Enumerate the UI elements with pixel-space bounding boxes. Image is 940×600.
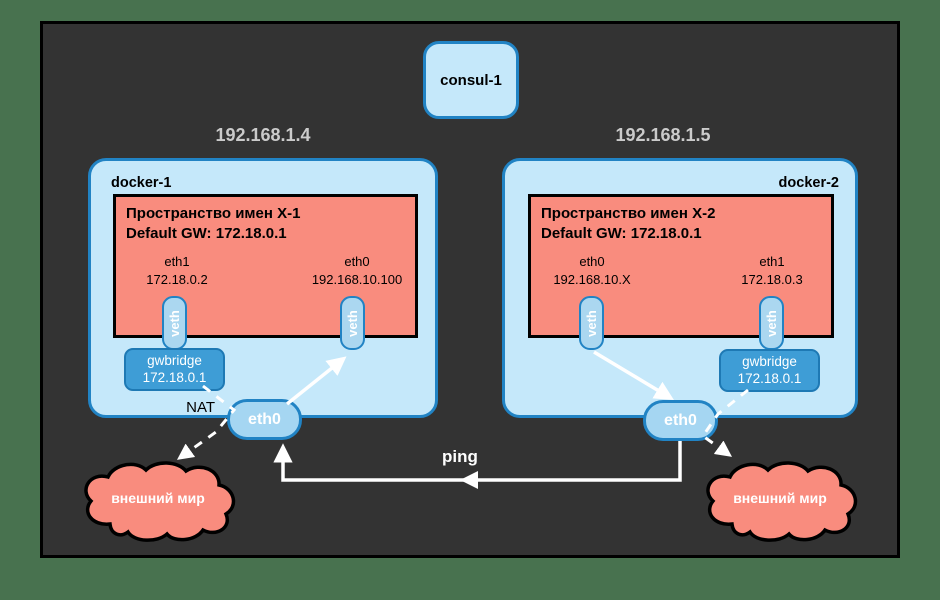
nat-label: NAT — [186, 399, 215, 416]
external-world-cloud-right: внешний мир — [698, 458, 862, 542]
namespace1-iface-eth0: eth0 192.168.10.100 — [296, 253, 418, 288]
cloud-shape — [84, 461, 236, 542]
docker2-title: docker-2 — [778, 175, 839, 191]
veth-label: veth — [764, 309, 780, 337]
iface-name: eth1 — [164, 254, 190, 269]
namespace1-box: Пространство имен X-1 Default GW: 172.18… — [113, 194, 418, 338]
namespace1-iface-eth1: eth1 172.18.0.2 — [116, 253, 238, 288]
host2-ip-label: 192.168.1.5 — [615, 125, 711, 145]
gwbridge-ip: 172.18.0.1 — [142, 369, 207, 385]
veth3-pill: veth — [579, 296, 604, 350]
iface-ip: 172.18.0.3 — [741, 271, 803, 287]
namespace2-text: Пространство имен X-2 Default GW: 172.18… — [541, 204, 715, 245]
namespace2-iface-eth1: eth1 172.18.0.3 — [711, 253, 833, 288]
host1-ip-label: 192.168.1.4 — [215, 125, 311, 145]
namespace2-box: Пространство имен X-2 Default GW: 172.18… — [528, 194, 834, 338]
gwbridge1-node: gwbridge 172.18.0.1 — [124, 348, 225, 391]
gwbridge-name: gwbridge — [147, 352, 202, 368]
namespace1-text: Пространство имен X-1 Default GW: 172.18… — [126, 204, 300, 245]
host1-eth0-pill: eth0 — [227, 399, 302, 440]
external-world-cloud-left: внешний мир — [76, 458, 240, 542]
gwbridge-name: gwbridge — [742, 353, 797, 369]
namespace1-gateway: Default GW: 172.18.0.1 — [126, 225, 287, 243]
veth2-pill: veth — [340, 296, 365, 350]
docker1-title: docker-1 — [111, 175, 172, 191]
namespace1-title: Пространство имен X-1 — [126, 205, 301, 222]
gwbridge-ip: 172.18.0.1 — [737, 370, 802, 386]
veth-label: veth — [584, 309, 600, 337]
veth1-pill: veth — [162, 296, 187, 350]
iface-ip: 192.168.10.X — [553, 271, 631, 287]
ping-label: ping — [442, 447, 478, 466]
veth-label: veth — [345, 309, 361, 337]
iface-name: eth0 — [344, 254, 370, 269]
iface-ip: 172.18.0.2 — [146, 271, 208, 287]
namespace2-title: Пространство имен X-2 — [541, 205, 716, 222]
consul-node: consul-1 — [423, 41, 519, 119]
iface-ip: 192.168.10.100 — [311, 271, 403, 287]
namespace2-iface-eth0: eth0 192.168.10.X — [531, 253, 653, 288]
namespace2-gateway: Default GW: 172.18.0.1 — [541, 225, 702, 243]
cloud-label: внешний мир — [111, 490, 205, 506]
iface-name: eth1 — [759, 254, 785, 269]
gwbridge2-node: gwbridge 172.18.0.1 — [719, 349, 820, 392]
host2-eth0-pill: eth0 — [643, 400, 718, 441]
cloud-shape — [706, 461, 858, 542]
veth4-pill: veth — [759, 296, 784, 350]
cloud-label: внешний мир — [733, 490, 827, 506]
iface-name: eth0 — [579, 254, 605, 269]
veth-label: veth — [167, 309, 183, 337]
